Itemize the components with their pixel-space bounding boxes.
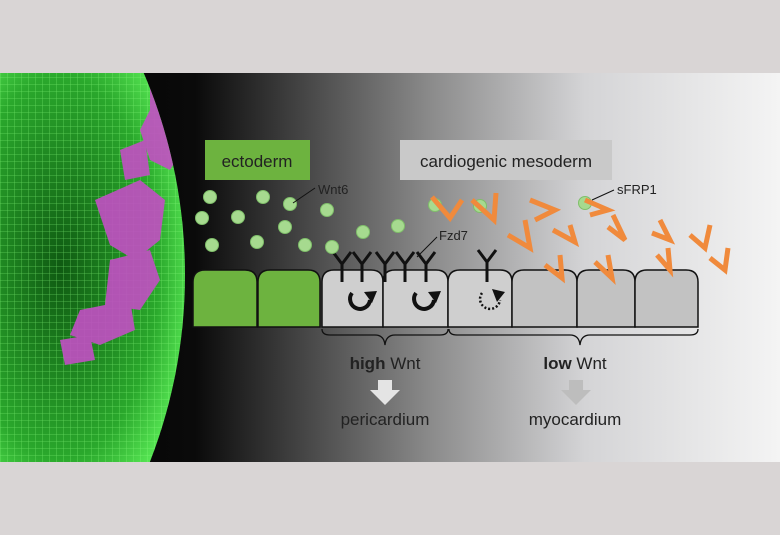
arrow-down-icon: [561, 380, 591, 405]
ectoderm-cell: [192, 269, 258, 328]
cell-row: [192, 269, 699, 328]
mesoderm-box: [400, 140, 612, 180]
pericardium-label: pericardium: [341, 410, 430, 429]
micrograph: [0, 73, 185, 462]
low-wnt-label: low Wnt: [543, 354, 607, 373]
sfrp1-label: sFRP1: [617, 182, 657, 197]
ectoderm-label: ectoderm: [222, 152, 293, 171]
mesoderm-cell-low: [511, 269, 578, 328]
mesoderm-cell-low: [634, 269, 699, 328]
high-wnt-brace: [321, 328, 449, 346]
high-wnt-label: high Wnt: [350, 354, 421, 373]
wnt6-dots: [195, 190, 592, 254]
mesoderm-label: cardiogenic mesoderm: [420, 152, 592, 171]
callout-lines: [292, 187, 615, 258]
fzd7-receptors: [331, 249, 498, 282]
wnt6-label: Wnt6: [318, 182, 348, 197]
signaling-arrow-icons: [348, 289, 505, 311]
ectoderm-box: [205, 140, 310, 180]
low-wnt-brace: [448, 328, 699, 346]
myocardium-label: myocardium: [529, 410, 622, 429]
sfrp1-molecules: [430, 192, 731, 285]
fzd7-label: Fzd7: [439, 228, 468, 243]
arrow-down-icon: [370, 380, 400, 405]
ectoderm-cell: [257, 269, 321, 328]
mesoderm-cell-low: [576, 269, 636, 328]
